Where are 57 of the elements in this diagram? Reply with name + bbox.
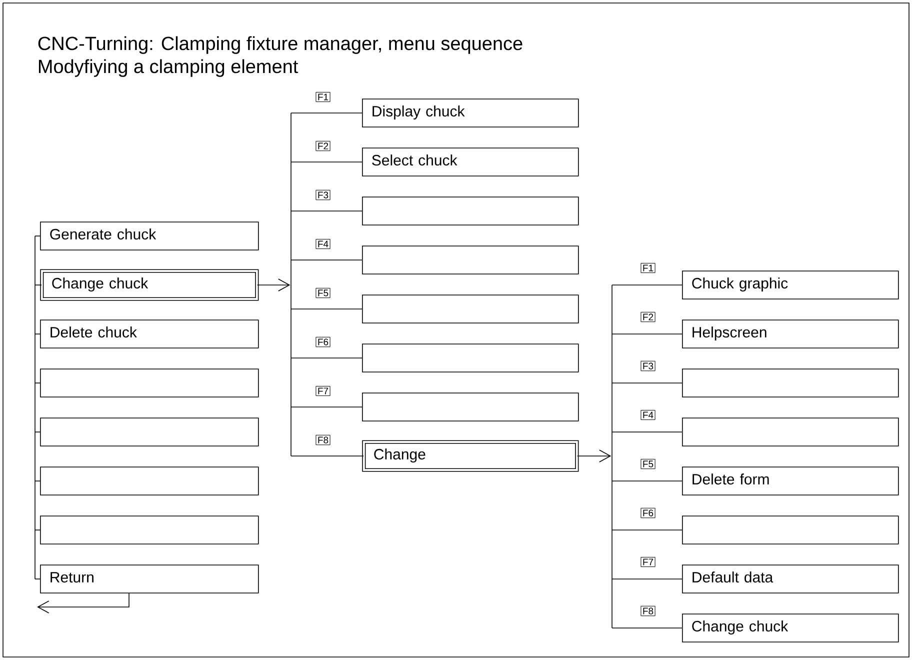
menu-box: Helpscreen (682, 320, 899, 348)
subtitle: Modyfiying a clamping element (38, 59, 298, 77)
menu-box (362, 294, 579, 324)
key-label: F6 (640, 508, 656, 518)
connector-line (612, 382, 682, 384)
key-label: F4 (640, 410, 656, 420)
menu-box (40, 516, 259, 544)
arrow (576, 450, 612, 462)
key-label: F5 (640, 458, 656, 470)
menu-box: Delete chuck (40, 320, 259, 348)
menu-box (362, 344, 579, 372)
menu-box: Delete form (682, 466, 899, 496)
key-label: F1 (316, 92, 330, 102)
connector-line (612, 284, 682, 286)
key-label: F3 (640, 360, 656, 372)
menu-box (362, 246, 579, 274)
key-label: F5 (316, 288, 330, 298)
connector-line (290, 210, 362, 212)
connector-line (34, 284, 42, 286)
menu-box: Generate chuck (40, 222, 259, 250)
connector-line (34, 480, 40, 482)
connector-line (612, 480, 682, 482)
menu-box (682, 418, 899, 446)
menu-box (682, 516, 899, 544)
key-label: F4 (316, 238, 330, 249)
connector-line (34, 578, 40, 580)
menu-box (40, 418, 259, 446)
key-label: F8 (640, 606, 656, 616)
menu-box (682, 368, 899, 398)
connector-line (290, 112, 362, 114)
key-label: F6 (316, 336, 330, 348)
key-label: F1 (640, 262, 656, 274)
menu-box (362, 196, 579, 226)
menu-box: Return (40, 564, 259, 594)
key-label: F8 (316, 434, 330, 446)
connector-line (290, 406, 362, 408)
key-label: F7 (640, 556, 656, 567)
menu-box: Display chuck (362, 98, 579, 128)
connector-line (612, 578, 682, 580)
menu-box: Change chuck (682, 614, 899, 642)
connector-line (34, 382, 40, 384)
key-label: F2 (316, 140, 330, 152)
menu-box: Change chuck (40, 269, 259, 301)
arrow (256, 278, 290, 292)
arrow (37, 593, 130, 614)
menu-box (40, 368, 259, 398)
menu-box: Select chuck (362, 148, 579, 176)
connector-line (290, 308, 362, 310)
menu-box: Chuck graphic (682, 270, 899, 300)
title: CNC-Turning: Clamping fixture manager, menu sequence (38, 36, 522, 54)
menu-box: Change (362, 440, 579, 472)
menu-box (362, 392, 579, 422)
menu-box: Default data (682, 564, 899, 594)
key-label: F3 (316, 190, 330, 200)
key-label: F2 (640, 312, 656, 322)
key-label: F7 (316, 386, 330, 396)
menu-box (40, 466, 259, 496)
